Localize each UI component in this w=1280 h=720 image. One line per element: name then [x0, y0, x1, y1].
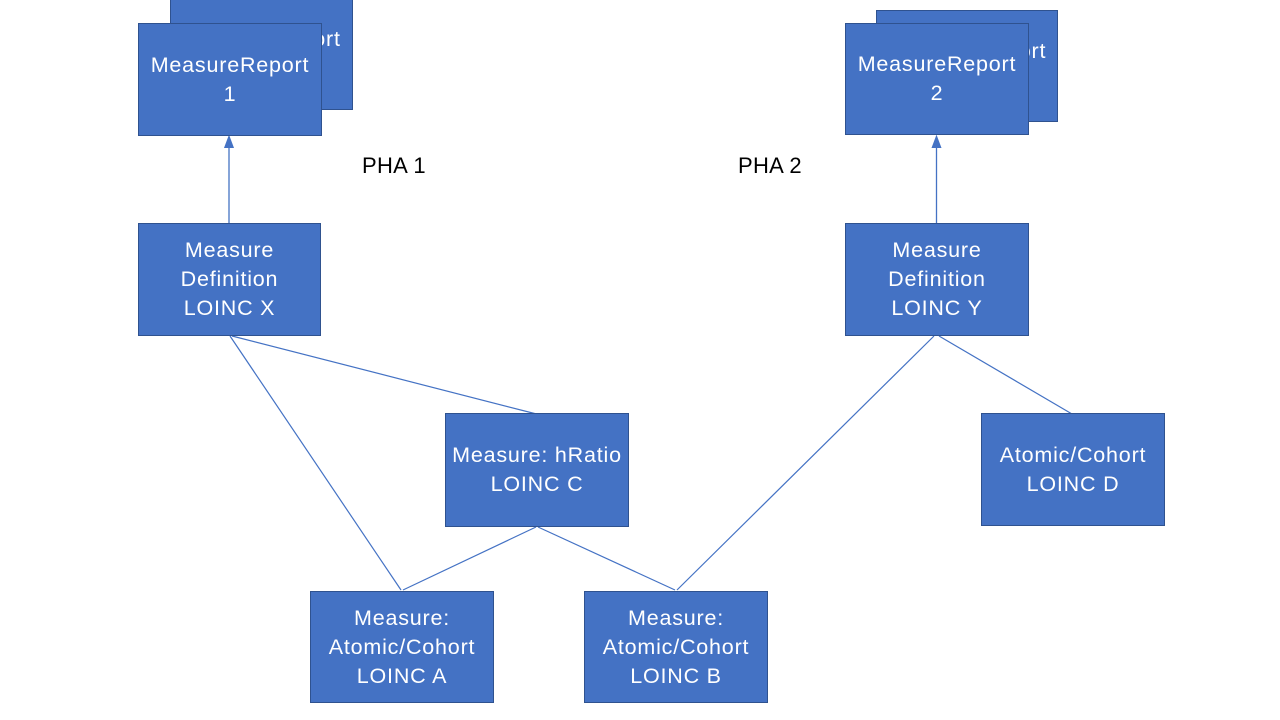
node-text-line: 1	[223, 81, 237, 106]
node-atomic-cohort-loinc-d: Atomic/Cohort LOINC D	[981, 413, 1165, 526]
node-text-line: LOINC X	[183, 296, 276, 320]
node-text-line: LOINC D	[1026, 471, 1120, 496]
node-text-line: 2	[930, 81, 944, 105]
node-text-line: Measure:	[353, 605, 451, 630]
node-text-line: Definition	[888, 267, 986, 291]
node-measure-definition-loinc-y: Measure Definition LOINC Y	[845, 223, 1029, 336]
label-pha-2: PHA 2	[738, 153, 802, 178]
node-text-line: Atomic/Cohort	[602, 634, 750, 659]
node-text-line: MeasureReport	[150, 52, 310, 77]
edge-def-x-to-report-1-arrow	[223, 134, 235, 223]
node-text-line: Measure: hRatio	[452, 443, 622, 467]
node-text-line: Measure	[184, 238, 275, 262]
edge-def-y-to-atomic-b	[676, 335, 935, 591]
node-text-line: MeasureReport	[857, 52, 1017, 76]
node-text-line: LOINC A	[356, 663, 448, 688]
node-measure-hratio-loinc-c: Measure: hRatio LOINC C	[445, 413, 629, 527]
node-text-line: LOINC C	[490, 472, 584, 496]
node-measure-report-2: MeasureReport 2	[845, 23, 1029, 135]
node-text-line: LOINC B	[630, 663, 722, 688]
node-measure-atomic-cohort-loinc-b: Measure: Atomic/Cohort LOINC B	[584, 591, 768, 703]
edge-hratio-c-to-atomic-b	[537, 526, 676, 591]
node-text-line: Atomic/Cohort	[328, 634, 476, 659]
edge-def-x-to-atomic-a	[229, 335, 402, 591]
node-text-line: Measure:	[627, 605, 725, 630]
edge-hratio-c-to-atomic-a	[402, 526, 537, 591]
node-text-line: LOINC Y	[891, 296, 983, 320]
node-measure-report-1: MeasureReport 1	[138, 23, 322, 136]
node-measure-definition-loinc-x: Measure Definition LOINC X	[138, 223, 321, 336]
edge-def-y-to-report-2-arrow	[931, 134, 942, 223]
edge-def-y-to-atomic-d	[938, 335, 1073, 415]
label-pha-1: PHA 1	[362, 153, 426, 178]
node-measure-atomic-cohort-loinc-a: Measure: Atomic/Cohort LOINC A	[310, 591, 494, 703]
node-text-line: Atomic/Cohort	[999, 442, 1147, 467]
node-text-line: Measure	[892, 238, 982, 262]
node-text-line: Definition	[180, 267, 279, 291]
edge-def-x-to-hratio-c	[231, 335, 537, 415]
